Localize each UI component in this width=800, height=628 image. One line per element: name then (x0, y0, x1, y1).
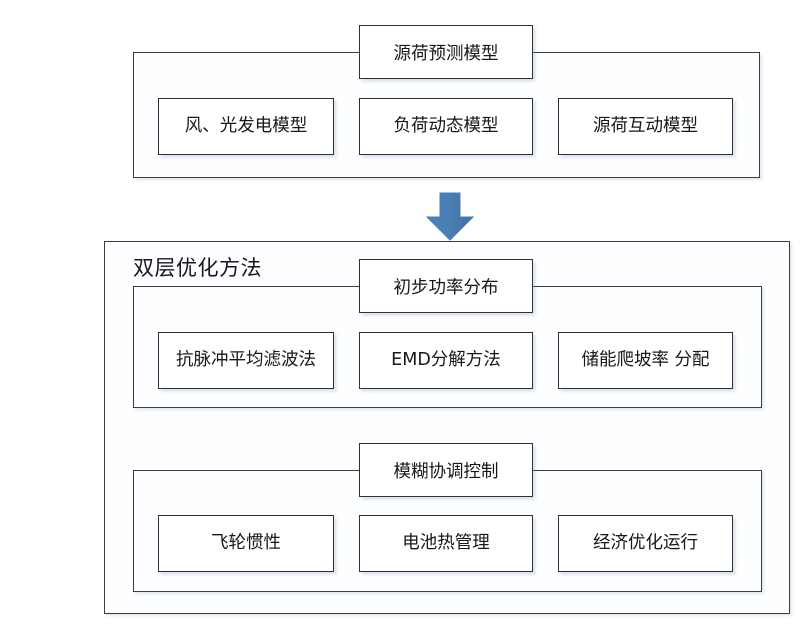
node-source-load-interaction-model[interactable]: 源荷互动模型 (558, 98, 733, 155)
node-battery-thermal-management[interactable]: 电池热管理 (359, 515, 533, 572)
group-heading-label: 双层优化方法 (133, 256, 262, 280)
node-anti-impulse-mean-filter[interactable]: 抗脉冲平均滤波法 (158, 332, 334, 389)
subgroup-title-label: 模糊协调控制 (393, 461, 499, 482)
down-arrow-icon (422, 191, 478, 243)
node-label: 储能爬坡率 分配 (581, 349, 710, 370)
group-title-forecast-model-label: 源荷预测模型 (393, 43, 499, 64)
node-label: 负荷动态模型 (393, 115, 499, 136)
group-heading-bilevel-optimization: 双层优化方法 (133, 252, 262, 282)
node-label: 抗脉冲平均滤波法 (176, 349, 316, 370)
node-economic-optimal-operation[interactable]: 经济优化运行 (558, 515, 733, 572)
subgroup-title-preliminary-power-distribution[interactable]: 初步功率分布 (359, 259, 533, 313)
node-flywheel-inertia[interactable]: 飞轮惯性 (158, 515, 334, 572)
node-label: 风、光发电模型 (184, 115, 308, 136)
node-emd-decomposition-method[interactable]: EMD分解方法 (359, 332, 533, 389)
node-label: 源荷互动模型 (593, 115, 698, 136)
node-label: 经济优化运行 (593, 532, 698, 553)
group-title-forecast-model[interactable]: 源荷预测模型 (359, 25, 533, 79)
node-label: 飞轮惯性 (211, 532, 281, 553)
subgroup-title-label: 初步功率分布 (393, 277, 499, 298)
node-label: EMD分解方法 (391, 349, 501, 370)
node-load-dynamic-model[interactable]: 负荷动态模型 (359, 98, 533, 155)
node-storage-ramp-rate-allocation[interactable]: 储能爬坡率 分配 (558, 332, 733, 389)
node-label: 电池热管理 (402, 532, 490, 553)
node-wind-pv-generation-model[interactable]: 风、光发电模型 (158, 98, 334, 155)
subgroup-title-fuzzy-coordination-control[interactable]: 模糊协调控制 (359, 443, 533, 497)
